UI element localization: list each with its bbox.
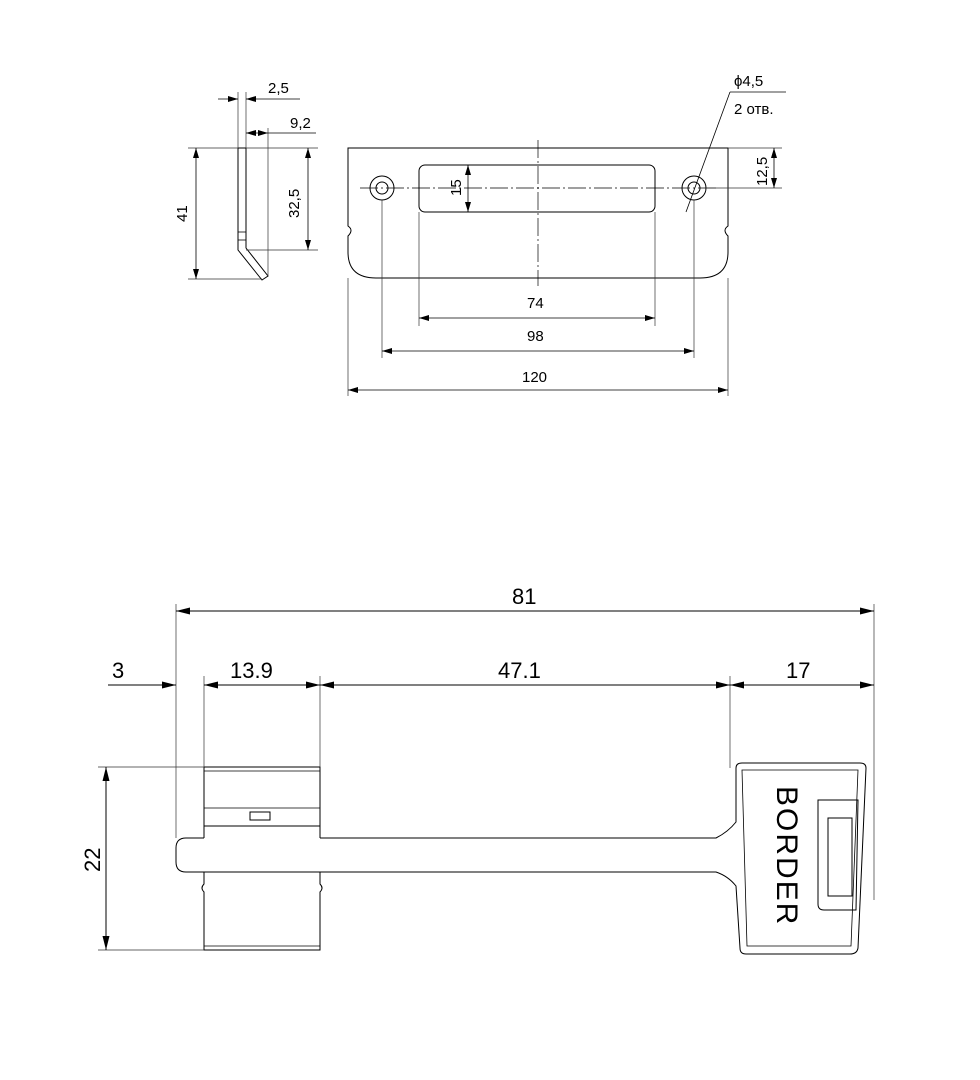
dim-height-total-label: 41 [174, 205, 191, 222]
key-shaft [175, 762, 867, 955]
screw-hole-right-inner [687, 181, 701, 195]
hole-diameter-note: ϕ4,5 [734, 73, 763, 90]
plate-slot [418, 164, 656, 213]
dim-slot-height-label: 15 [448, 179, 465, 196]
dim-slot-length-label: 74 [527, 295, 544, 312]
dim-key-length-label: 81 [512, 584, 536, 609]
dim-key-head-label: 17 [786, 658, 810, 683]
hole-count-note: 2 отв. [734, 101, 774, 118]
key-head-opening [817, 799, 859, 911]
dim-height-inner-label: 32,5 [286, 189, 303, 218]
dim-thickness-label: 2,5 [268, 80, 289, 97]
key-head-window [827, 817, 853, 897]
key-bit-upper [203, 766, 321, 827]
key-head-inner [741, 769, 859, 947]
key-bit-notch [249, 811, 271, 821]
side-profile [237, 147, 269, 281]
dim-hole-spacing-label: 98 [527, 328, 544, 345]
key-brand-text: BORDER [770, 786, 803, 926]
strike-plate-front-view: 15 12,5 ϕ4,5 2 отв. 74 98 120 [347, 73, 786, 396]
plate-outline [347, 147, 729, 279]
key-bit-lower [201, 872, 323, 951]
screw-hole-left-inner [375, 181, 389, 195]
dim-key-bit-width-label: 13.9 [230, 658, 273, 683]
dim-offset-label: 9,2 [290, 115, 311, 132]
dim-key-bit-height-label: 22 [80, 848, 105, 872]
strike-plate-side-view: 2,5 9,2 41 32,5 [174, 80, 318, 281]
dim-key-tip-label: 3 [112, 658, 124, 683]
dim-plate-length-label: 120 [522, 369, 547, 386]
key-drawing: BORDER 81 3 13.9 47.1 17 22 [80, 584, 875, 955]
dim-hole-offset-label: 12,5 [754, 157, 771, 186]
hole-leader [685, 91, 731, 213]
dim-key-shaft-label: 47.1 [498, 658, 541, 683]
